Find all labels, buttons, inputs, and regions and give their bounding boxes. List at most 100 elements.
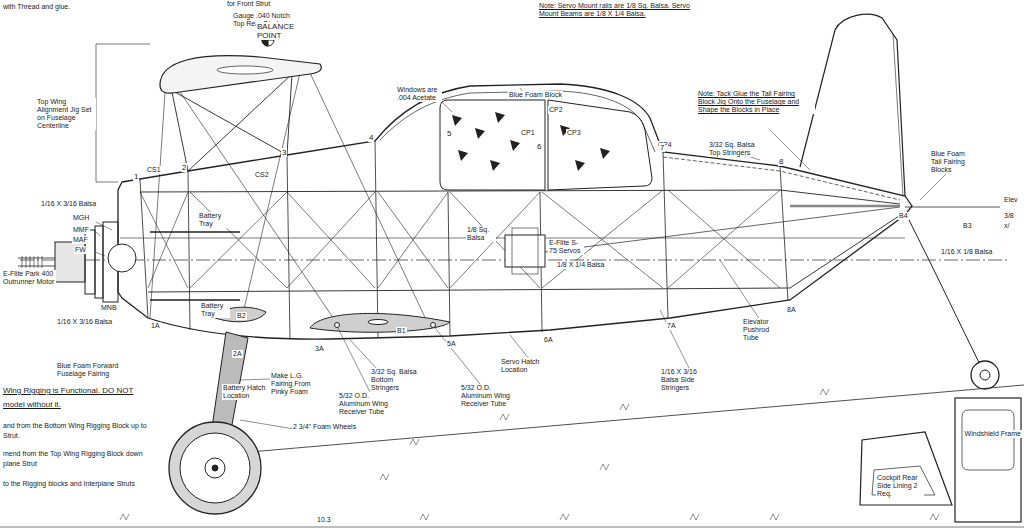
airframe-part: [440, 100, 545, 190]
station-number: 2: [181, 163, 187, 172]
landing-gear-part: [169, 422, 261, 514]
airframe-part: [505, 235, 545, 267]
airframe-part: [0, 527, 1024, 528]
airframe-part: [980, 370, 990, 380]
note-text: with Thread and glue.: [2, 3, 71, 11]
part-label: Elev: [1003, 196, 1019, 204]
note-text: Strut.: [2, 432, 21, 440]
airframe-part: [140, 190, 780, 288]
note-text: Make L.G. Fairing From Pinky Foam: [270, 372, 322, 396]
callout-number: FW: [74, 246, 87, 254]
note-text: Windows are .004 Acetate: [396, 86, 442, 102]
airframe-part: [140, 190, 900, 204]
airframe-part: [548, 100, 652, 190]
callout-number: B2: [236, 312, 247, 320]
part-label: 1/16 X 3/16 Balsa: [40, 200, 97, 208]
landing-gear: [169, 332, 261, 514]
note-text: Blue Foam Block: [508, 91, 563, 99]
part-label: 3/32 Sq. Balsa Bottom Stringers: [370, 368, 418, 392]
window-marks-part: [452, 112, 610, 171]
airframe-part: [22, 256, 42, 268]
bottom-wing-ribs-part: [431, 323, 436, 328]
station-number: 4: [368, 133, 374, 142]
station-number: 5: [446, 129, 452, 138]
landing-gear-part: [212, 465, 218, 471]
note-text: for Front Strut: [226, 0, 271, 8]
note-text: Servo Hatch Location: [500, 358, 544, 374]
callout-number: 1A: [150, 322, 161, 330]
part-label: E-Flite Park 400 Outrunner Motor: [2, 270, 56, 286]
part-templates-part: [860, 432, 952, 505]
airframe-part: [118, 84, 912, 339]
note-text: mend from the Top Wing Rigging Block dow…: [2, 450, 144, 458]
part-label: 3/32 Sq. Balsa Top Stringers: [708, 141, 762, 157]
airframe-part: [150, 73, 430, 328]
airframe-part: [905, 212, 985, 375]
callout-number: B4: [898, 212, 909, 220]
part-label: 1/16 X 3/16 Balsa: [56, 318, 113, 326]
airframe-part: [545, 207, 900, 252]
callout-number: MAF: [72, 236, 89, 244]
part-templates: [860, 398, 1021, 522]
airframe-part: [800, 14, 905, 196]
callout-number: B1: [396, 327, 407, 335]
bottom-wing-ribs-part: [335, 323, 340, 328]
airframe-part: [512, 228, 538, 274]
airframe-part: [905, 207, 1000, 208]
airframe-part: [148, 212, 905, 292]
callout-number: CS2: [254, 171, 270, 179]
note-text: and from the Bottom Wing Rigging Block u…: [2, 422, 148, 430]
window-marks: [452, 112, 610, 171]
station-number: 6: [536, 142, 542, 151]
part-label: 3/8: [1003, 212, 1015, 220]
airframe-part: [140, 141, 788, 339]
callout-number: MMF: [72, 226, 90, 234]
top-wing: [160, 56, 321, 94]
callout-number: CP1: [520, 129, 536, 137]
airframe: [0, 14, 1024, 527]
airframe-part: [95, 226, 103, 298]
note-text: to the Rigging blocks and Interplane Str…: [2, 480, 136, 488]
callout-number: 7A: [666, 322, 677, 330]
note-text: Note: Servo Mount rails are 1/8 Sq. Bals…: [538, 2, 710, 18]
part-templates-part: [955, 398, 1021, 522]
landing-gear-part: [205, 458, 225, 478]
airframe-part: [893, 34, 903, 196]
callout-number: CS1: [146, 166, 162, 174]
warning-text: Wing Rigging is Functional. DO NOT: [2, 386, 134, 395]
callout-number: CP3: [566, 129, 582, 137]
callout-number: 6A: [543, 336, 554, 344]
callout-number: 5A: [446, 340, 457, 348]
station-number: 7: [659, 143, 665, 152]
callout-number: MGH: [72, 214, 90, 222]
part-label: x/: [1003, 222, 1010, 230]
part-label: Elevator Pushrod Tube: [742, 318, 786, 342]
airframe-part: [108, 244, 136, 272]
part-label: Battery Tray: [198, 212, 228, 228]
station-number: 8: [778, 157, 784, 166]
airframe-part: [971, 361, 999, 389]
airframe-part: [18, 258, 55, 266]
part-label: Blue Foam Tail Fairing Blocks: [930, 150, 976, 174]
top-wing-part: [217, 66, 273, 74]
part-label: Blue Foam Forward Fuselage Fairing: [56, 362, 120, 378]
part-label: E-Flite S-75 Servos: [548, 239, 584, 255]
note-text: Note: Tack Glue the Tail Fairing Block J…: [697, 90, 815, 114]
part-label: 5/32 O.D. Aluminum Wing Receiver Tube: [338, 392, 396, 416]
note-text: Battery Hatch Location: [222, 384, 268, 400]
callout-text: BALANCE POINT: [256, 22, 288, 40]
station-number: 3: [281, 148, 287, 157]
part-label: 1/16 X 3/16 Balsa Side Stringers: [660, 368, 714, 392]
note-text: Top Wing Alignment Jig Set on Fuselage C…: [36, 98, 96, 130]
bottom-wing-ribs-part: [368, 320, 388, 325]
part-label: 1/8 X 1/4 Balsa: [556, 261, 605, 269]
grass-marks-part: [120, 389, 939, 520]
landing-gear-part: [180, 433, 250, 503]
part-label: 1/8 Sq. Balsa: [466, 226, 496, 242]
callout-number: B3: [962, 222, 973, 230]
station-number: 1: [133, 172, 139, 181]
part-label: Cockpit Rear Side Lining 2 Req.: [876, 474, 924, 498]
airframe-part: [250, 385, 1024, 452]
airframe-part: [150, 232, 240, 300]
